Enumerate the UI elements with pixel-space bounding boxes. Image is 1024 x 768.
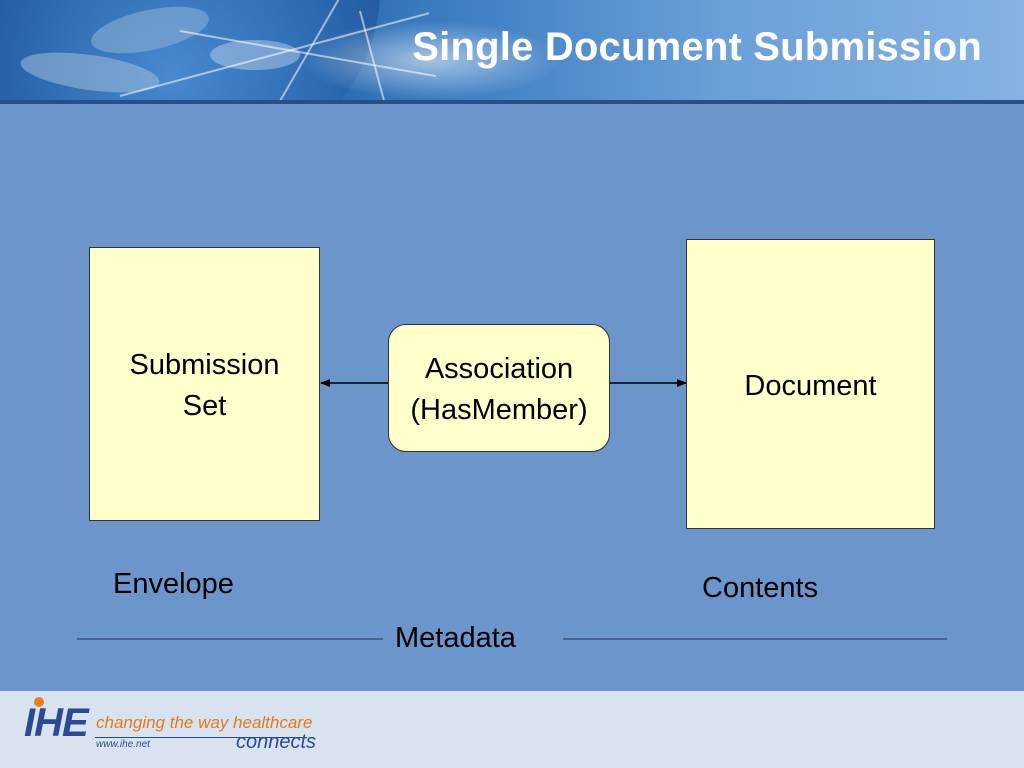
- submission-set-label-line1: Submission: [129, 349, 280, 381]
- contents-label: Contents: [702, 572, 819, 604]
- association-box: Association (HasMember): [388, 324, 610, 452]
- logo-underline: [95, 737, 307, 738]
- logo-url: www.ihe.net: [96, 739, 150, 750]
- metadata-label: Metadata: [395, 622, 516, 654]
- ihe-logo: IHE: [24, 701, 89, 745]
- association-label-line2: (HasMember): [410, 394, 588, 426]
- footer-bar: [0, 691, 1024, 768]
- document-label: Document: [744, 370, 877, 402]
- page-title: Single Document Submission: [412, 25, 982, 69]
- header-banner: Single Document Submission: [0, 0, 1024, 102]
- logo-tagline: changing the way healthcare: [96, 713, 313, 732]
- submission-set-box: Submission Set: [89, 247, 320, 521]
- association-label-line1: Association: [424, 353, 574, 385]
- logo-connects: connects: [236, 731, 317, 753]
- header-divider: [0, 100, 1024, 104]
- submission-set-label-line2: Set: [182, 390, 227, 422]
- logo-dot-icon: [34, 697, 44, 707]
- document-box: Document: [686, 239, 935, 529]
- envelope-label: Envelope: [113, 568, 234, 600]
